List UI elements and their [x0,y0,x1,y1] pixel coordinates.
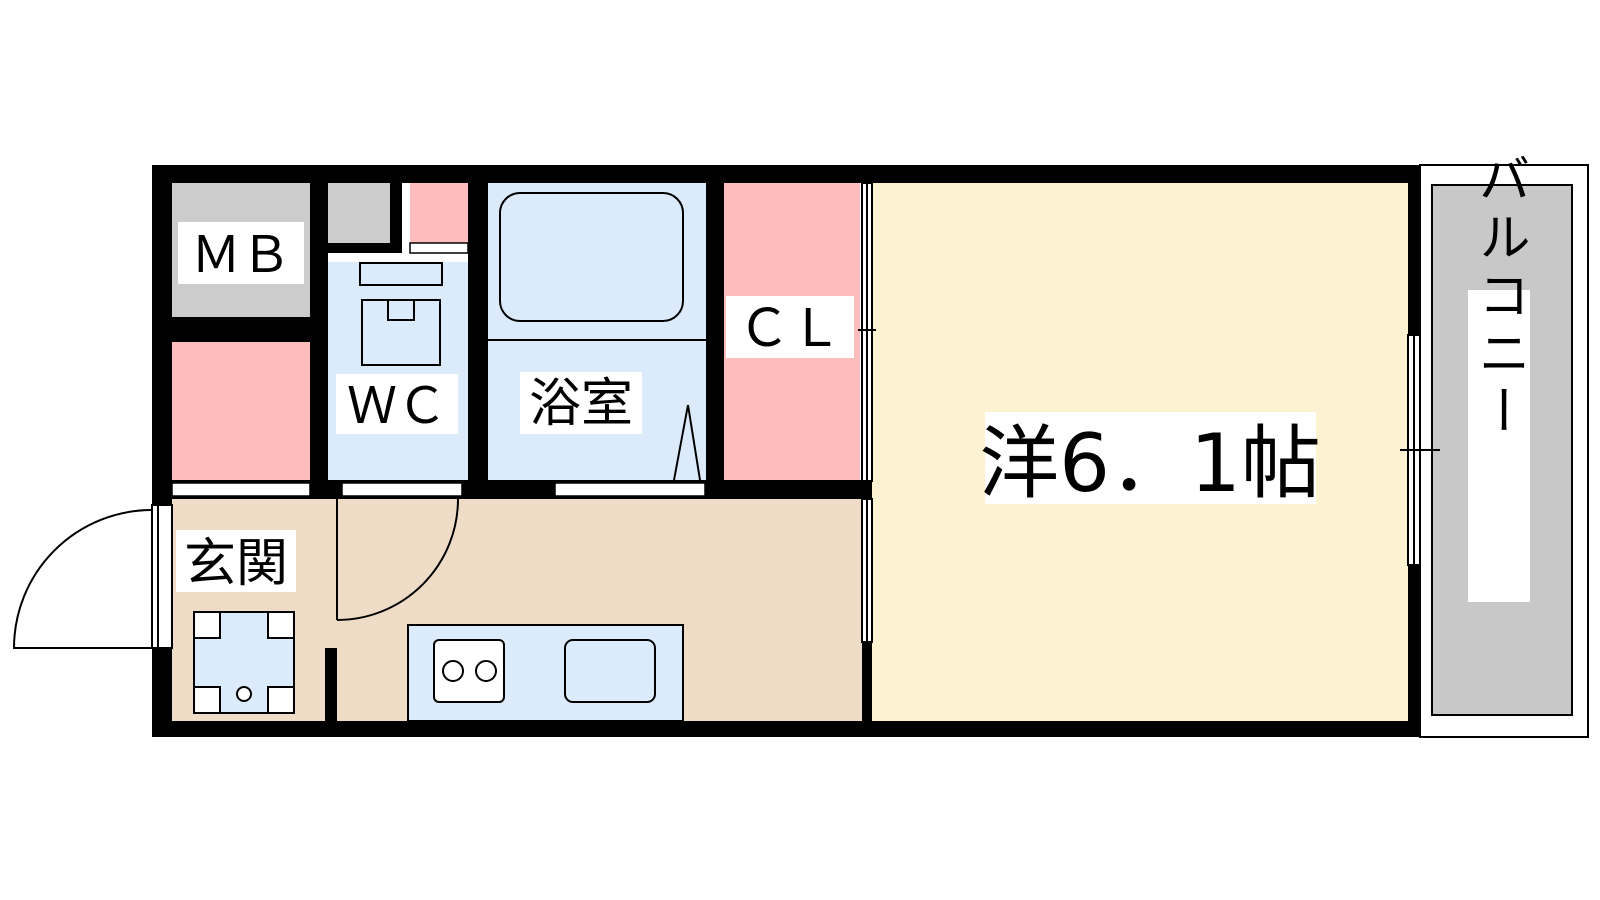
label-balcony: バルコニー [1469,152,1529,442]
stove [433,639,505,703]
label-closet: ＣＬ [738,299,842,359]
bathroom-floor [488,183,706,481]
label-bathroom: 浴室 [529,374,633,434]
toilet [359,262,443,366]
kitchen-counter [407,624,684,722]
sink [564,639,656,703]
bath-folding-door [673,404,701,481]
bathtub [499,192,684,322]
pipe-shaft [328,183,390,243]
label-entrance: 玄関 [184,534,288,594]
storage-shelf [410,183,468,243]
washing-machine [193,611,295,714]
entrance-door [12,504,173,649]
label-wc: ＷＣ [347,377,447,435]
balcony-railing [1419,164,1589,738]
label-mb: ＭＢ [191,226,291,284]
storage-shelf [172,342,310,480]
wc-floor [328,262,468,480]
exterior-walls [152,165,1420,737]
sliding-door [858,182,876,643]
wc-door [336,498,459,621]
label-western-room: 洋6．1帖 [979,417,1321,510]
